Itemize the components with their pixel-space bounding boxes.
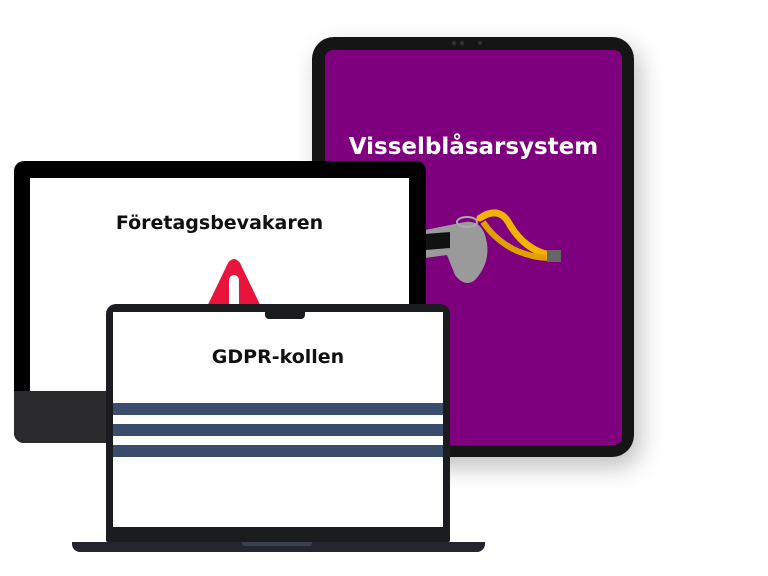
tablet-title: Visselblåsarsystem <box>348 134 599 160</box>
laptop-device: GDPR-kollen <box>106 304 450 542</box>
stripe <box>113 445 443 457</box>
camera-dot <box>452 41 456 45</box>
whistle-icon <box>425 209 561 284</box>
camera-dot <box>460 41 464 45</box>
stripe <box>113 424 443 436</box>
monitor-title: Företagsbevakaren <box>115 212 324 234</box>
stripe <box>113 403 443 415</box>
laptop-title: GDPR-kollen <box>211 346 345 368</box>
laptop-screen: GDPR-kollen <box>113 312 443 527</box>
camera-notch <box>265 312 305 319</box>
camera-dot <box>478 41 482 45</box>
laptop-base <box>72 542 485 552</box>
laptop-hinge-notch <box>242 542 312 546</box>
